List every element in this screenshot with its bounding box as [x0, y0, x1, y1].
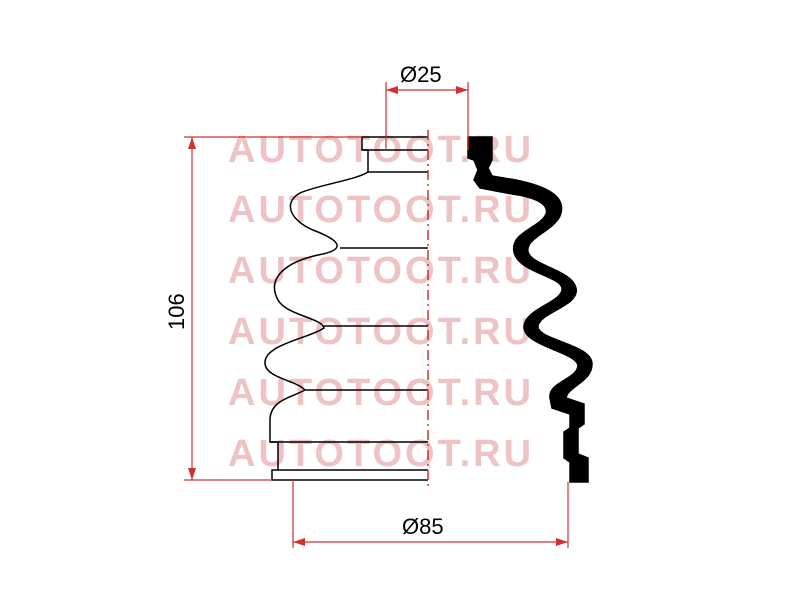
boot-section-profile — [467, 136, 593, 483]
height-arrow-top — [188, 137, 196, 149]
watermark-row-2: AUTOTOOT.RU — [228, 189, 534, 231]
watermark-row-6: AUTOTOOT.RU — [228, 433, 534, 475]
height-label: 106 — [164, 293, 189, 330]
top-diameter-label: Ø25 — [400, 62, 442, 87]
bottom-arrow-left — [293, 538, 305, 546]
bottom-arrow-right — [556, 538, 568, 546]
watermark-group: AUTOTOOT.RU AUTOTOOT.RU AUTOTOOT.RU AUTO… — [228, 129, 534, 475]
watermark-row-3: AUTOTOOT.RU — [228, 250, 534, 292]
height-arrow-bottom — [188, 468, 196, 480]
boot-outline-left — [264, 136, 428, 481]
watermark-row-5: AUTOTOOT.RU — [228, 372, 534, 414]
top-diameter-dimension — [385, 82, 469, 150]
height-dimension — [184, 136, 362, 481]
watermark-row-4: AUTOTOOT.RU — [228, 311, 534, 353]
boot-left-profile — [264, 136, 428, 481]
boot-section-right — [467, 136, 593, 483]
bottom-diameter-dimension — [292, 480, 569, 548]
top-arrow-left — [386, 86, 398, 94]
top-arrow-right — [456, 86, 468, 94]
bottom-diameter-label: Ø85 — [402, 514, 444, 539]
